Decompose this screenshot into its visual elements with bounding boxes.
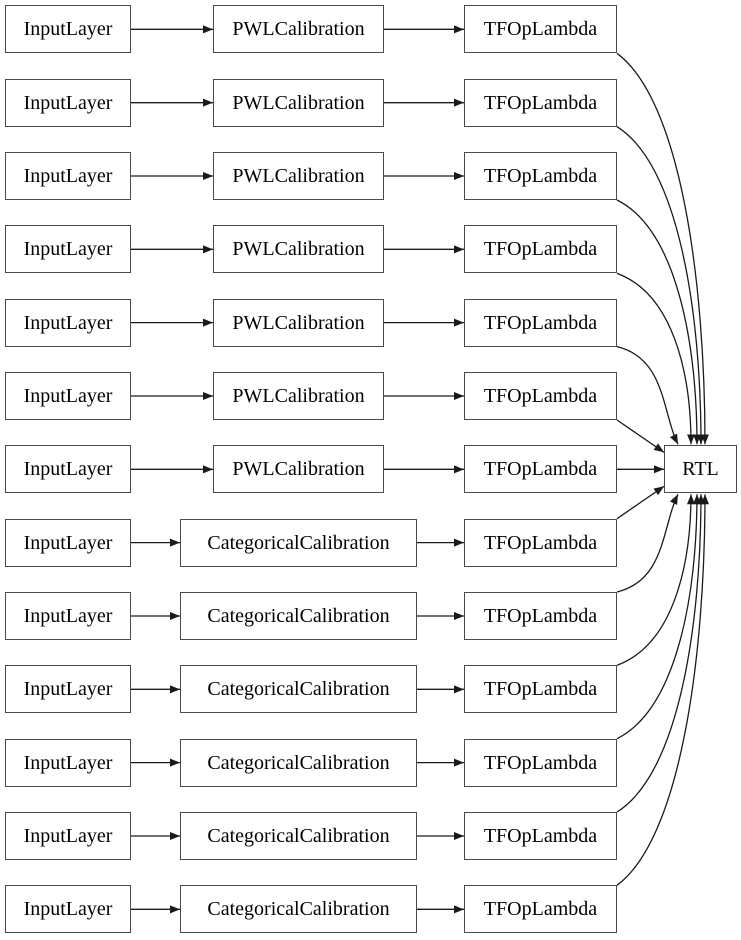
- edge-lambda-5-to-rtl: [616, 419, 665, 453]
- node-input-layer-12: InputLayer: [5, 811, 131, 860]
- edge-lambda-4-to-rtl: [616, 346, 679, 445]
- node-input-layer-1: InputLayer: [5, 5, 131, 54]
- edge-lambda-7-to-rtl: [616, 485, 665, 520]
- edge-lambda-2-to-rtl: [616, 199, 701, 445]
- node-rtl: RTL: [664, 445, 737, 494]
- node-input-layer-10: InputLayer: [5, 665, 131, 714]
- node-tfop-lambda-3: TFOpLambda: [464, 151, 617, 200]
- node-tfop-lambda-6: TFOpLambda: [464, 371, 617, 420]
- node-input-layer-4: InputLayer: [5, 225, 131, 274]
- node-input-layer-8: InputLayer: [5, 518, 131, 567]
- node-tfop-lambda-11: TFOpLambda: [464, 738, 617, 787]
- node-input-layer-5: InputLayer: [5, 298, 131, 347]
- node-calibration-2: PWLCalibration: [213, 78, 384, 127]
- node-input-layer-7: InputLayer: [5, 445, 131, 494]
- node-calibration-3: PWLCalibration: [213, 151, 384, 200]
- node-calibration-12: CategoricalCalibration: [180, 811, 417, 860]
- edge-lambda-8-to-rtl: [616, 494, 679, 593]
- edge-lambda-10-to-rtl: [616, 494, 701, 740]
- edge-lambda-9-to-rtl: [616, 494, 695, 666]
- edge-lambda-0-to-rtl: [616, 52, 709, 445]
- node-tfop-lambda-4: TFOpLambda: [464, 225, 617, 274]
- edge-lambda-3-to-rtl: [616, 272, 695, 445]
- edge-lambda-11-to-rtl: [616, 494, 705, 813]
- node-tfop-lambda-2: TFOpLambda: [464, 78, 617, 127]
- node-calibration-11: CategoricalCalibration: [180, 738, 417, 787]
- node-calibration-13: CategoricalCalibration: [180, 885, 417, 934]
- node-calibration-5: PWLCalibration: [213, 298, 384, 347]
- node-input-layer-13: InputLayer: [5, 885, 131, 934]
- node-tfop-lambda-10: TFOpLambda: [464, 665, 617, 714]
- node-input-layer-11: InputLayer: [5, 738, 131, 787]
- node-tfop-lambda-1: TFOpLambda: [464, 5, 617, 54]
- node-tfop-lambda-13: TFOpLambda: [464, 885, 617, 934]
- node-tfop-lambda-12: TFOpLambda: [464, 811, 617, 860]
- node-calibration-10: CategoricalCalibration: [180, 665, 417, 714]
- node-calibration-9: CategoricalCalibration: [180, 591, 417, 640]
- node-calibration-8: CategoricalCalibration: [180, 518, 417, 567]
- node-tfop-lambda-8: TFOpLambda: [464, 518, 617, 567]
- node-calibration-7: PWLCalibration: [213, 445, 384, 494]
- node-tfop-lambda-7: TFOpLambda: [464, 445, 617, 494]
- node-tfop-lambda-5: TFOpLambda: [464, 298, 617, 347]
- node-input-layer-9: InputLayer: [5, 591, 131, 640]
- node-calibration-6: PWLCalibration: [213, 371, 384, 420]
- node-input-layer-3: InputLayer: [5, 151, 131, 200]
- node-tfop-lambda-9: TFOpLambda: [464, 591, 617, 640]
- edge-lambda-1-to-rtl: [616, 126, 705, 445]
- node-input-layer-6: InputLayer: [5, 371, 131, 420]
- edge-lambda-12-to-rtl: [616, 494, 709, 886]
- node-input-layer-2: InputLayer: [5, 78, 131, 127]
- node-calibration-1: PWLCalibration: [213, 5, 384, 54]
- node-calibration-4: PWLCalibration: [213, 225, 384, 274]
